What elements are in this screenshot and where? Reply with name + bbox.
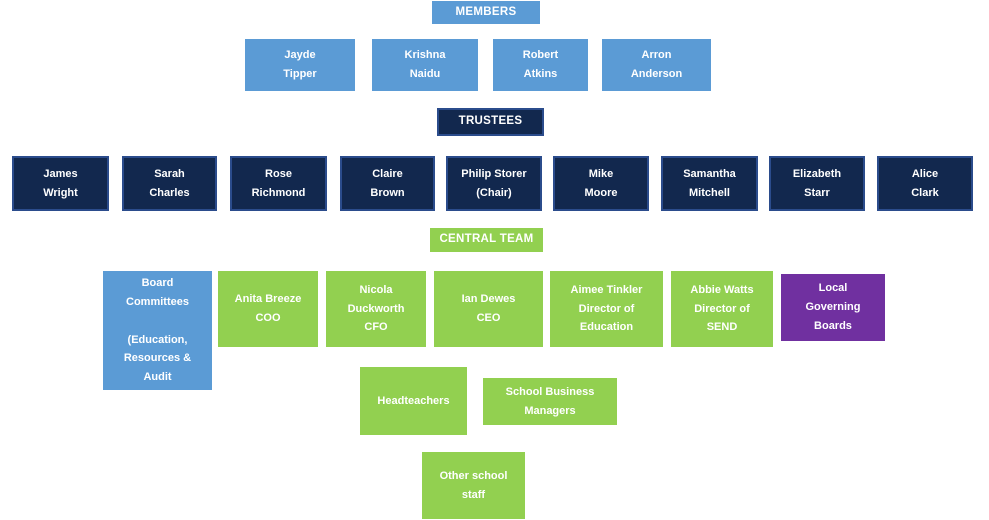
trustee-box-philip-storer-chair: Philip Storer (Chair) bbox=[446, 156, 542, 211]
trustee-box-mike-moore: Mike Moore bbox=[553, 156, 649, 211]
trustees-header: TRUSTEES bbox=[437, 108, 544, 136]
central-box-nicola-duckworth-cfo: Nicola Duckworth CFO bbox=[326, 271, 426, 347]
local-governing-boards-box: Local Governing Boards bbox=[781, 274, 885, 341]
member-box-arron-anderson: Arron Anderson bbox=[602, 39, 711, 91]
trustee-box-james-wright: James Wright bbox=[12, 156, 109, 211]
trustee-box-alice-clark: Alice Clark bbox=[877, 156, 973, 211]
trustee-box-samantha-mitchell: Samantha Mitchell bbox=[661, 156, 758, 211]
member-box-robert-atkins: Robert Atkins bbox=[493, 39, 588, 91]
members-header: MEMBERS bbox=[432, 1, 540, 24]
trustee-box-elizabeth-starr: Elizabeth Starr bbox=[769, 156, 865, 211]
central-box-abbie-watts-director-send: Abbie Watts Director of SEND bbox=[671, 271, 773, 347]
central-box-anita-breeze-coo: Anita Breeze COO bbox=[218, 271, 318, 347]
central-box-ian-dewes-ceo: Ian Dewes CEO bbox=[434, 271, 543, 347]
central-team-header: CENTRAL TEAM bbox=[430, 228, 543, 252]
school-business-managers-box: School Business Managers bbox=[483, 378, 617, 425]
central-box-aimee-tinkler-director-education: Aimee Tinkler Director of Education bbox=[550, 271, 663, 347]
trustee-box-rose-richmond: Rose Richmond bbox=[230, 156, 327, 211]
headteachers-box: Headteachers bbox=[360, 367, 467, 435]
other-school-staff-box: Other school staff bbox=[422, 452, 525, 519]
trustee-box-claire-brown: Claire Brown bbox=[340, 156, 435, 211]
board-committees-box: Board Committees (Education, Resources &… bbox=[103, 271, 212, 390]
trustee-box-sarah-charles: Sarah Charles bbox=[122, 156, 217, 211]
member-box-krishna-naidu: Krishna Naidu bbox=[372, 39, 478, 91]
member-box-jayde-tipper: Jayde Tipper bbox=[245, 39, 355, 91]
